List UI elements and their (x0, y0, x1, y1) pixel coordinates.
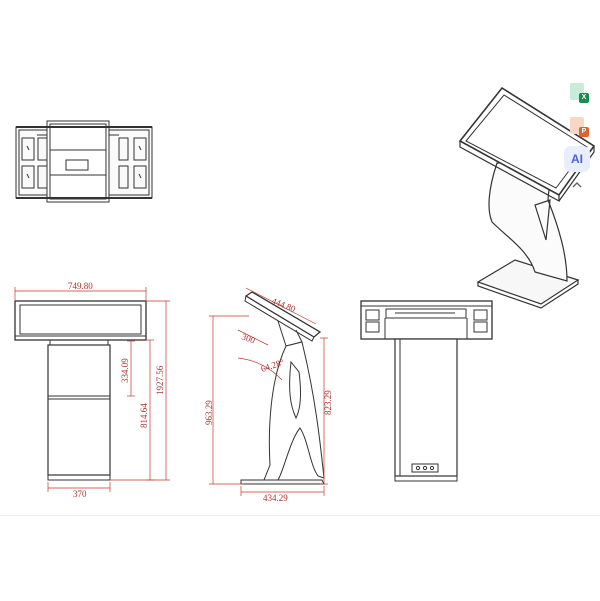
ppt-badge: P (579, 126, 589, 137)
ai-assistant-button[interactable]: AI (564, 146, 590, 172)
front-upper-height-dimension: 334.09 (120, 358, 130, 383)
side-offset-dimension: 300 (240, 331, 257, 345)
chevron-up-icon[interactable] (571, 180, 583, 190)
side-base-depth-dimension: 434.29 (263, 493, 288, 503)
side-view (240, 291, 325, 485)
ppt-icon: P (570, 116, 589, 137)
excel-export-button[interactable]: X (564, 78, 590, 104)
front-base-width-dimension: 370 (73, 489, 87, 499)
front-width-dimension: 749.80 (68, 281, 93, 291)
ppt-export-button[interactable]: P (564, 112, 590, 138)
rear-view (360, 300, 493, 482)
side-total-height-dimension: 963.29 (204, 400, 214, 425)
excel-icon: X (570, 82, 589, 103)
front-dimensions (14, 287, 170, 492)
front-view (14, 300, 147, 481)
technical-drawing: 749.80 334.09 814.64 1927.56 370 (14, 86, 596, 503)
side-body-height-dimension: 823.29 (323, 390, 333, 415)
page-bottom-area (0, 515, 600, 601)
excel-badge: X (579, 92, 589, 103)
ai-label: AI (571, 152, 583, 166)
front-total-height-dimension: 1927.56 (155, 365, 165, 395)
side-dimensions (209, 287, 328, 496)
floating-side-toolbar: X P AI (560, 78, 594, 194)
front-mid-height-dimension: 814.64 (139, 403, 149, 428)
cad-drawing-viewer: 749.80 334.09 814.64 1927.56 370 (14, 86, 596, 503)
top-view (15, 120, 153, 203)
